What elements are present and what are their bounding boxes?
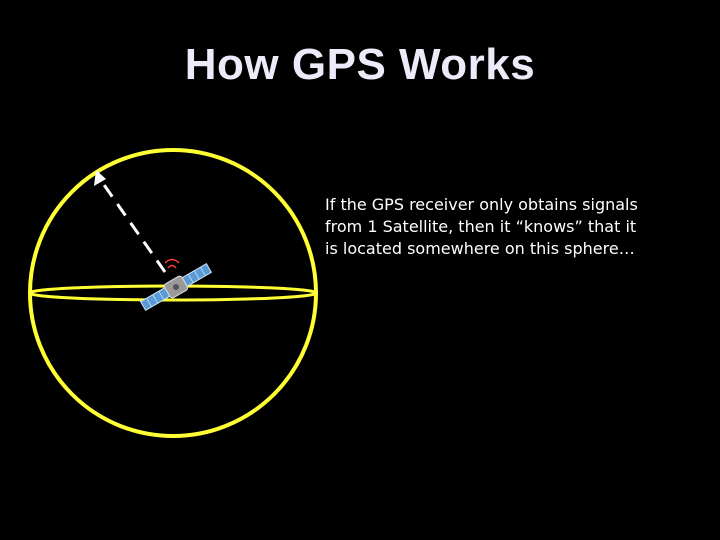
caption-line: If the GPS receiver only obtains signals (325, 195, 638, 214)
signal-waves-icon (164, 258, 180, 269)
caption-line: from 1 Satellite, then it “knows” that i… (325, 217, 637, 236)
caption-line: is located somewhere on this sphere… (325, 239, 635, 258)
radius-arrowhead (94, 170, 106, 186)
caption-text: If the GPS receiver only obtains signals… (325, 194, 705, 260)
satellite-icon (139, 262, 213, 312)
radius-arrow-line (100, 181, 167, 273)
slide-title: How GPS Works (184, 40, 536, 89)
radius-arrow (94, 170, 167, 273)
